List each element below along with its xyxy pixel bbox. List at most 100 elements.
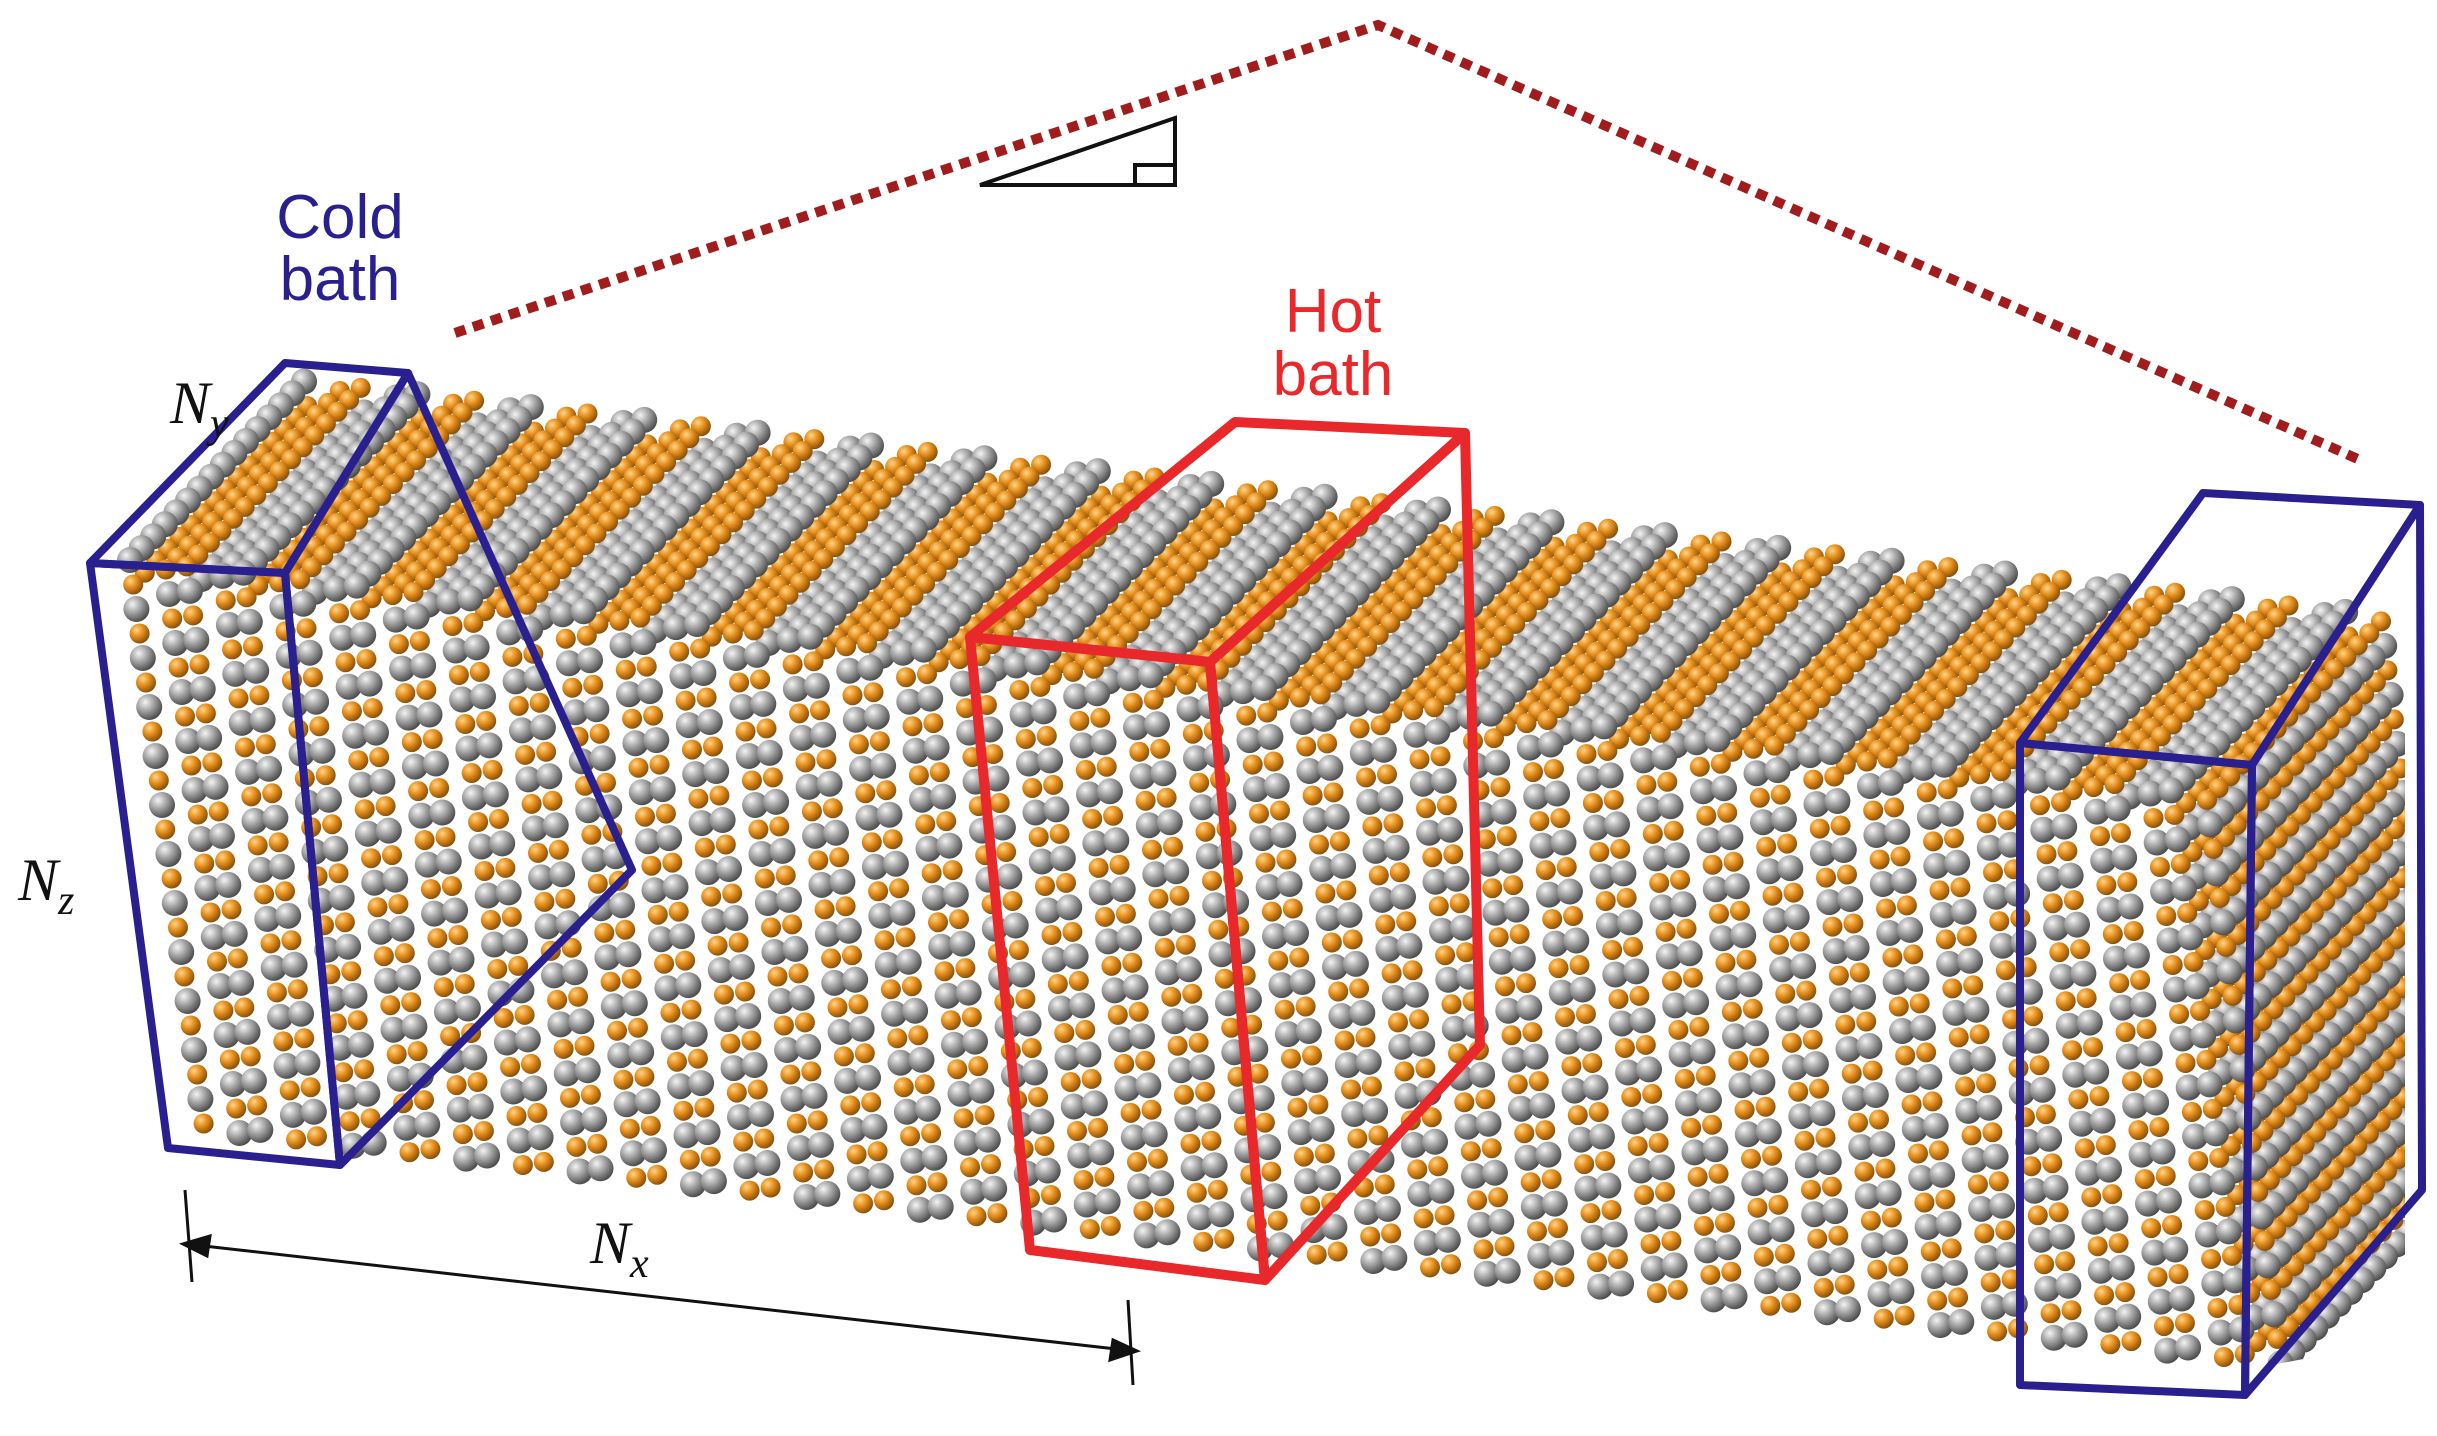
orange-atom — [1030, 676, 1051, 697]
orange-atom — [762, 767, 783, 788]
gray-atom — [2048, 1223, 2075, 1250]
gray-atom — [183, 626, 210, 653]
gray-atom — [775, 886, 802, 913]
orange-atom — [1454, 1092, 1475, 1113]
gray-atom — [1441, 1015, 1468, 1042]
orange-atom — [989, 793, 1010, 813]
gray-atom — [1711, 775, 1737, 802]
gray-atom — [1116, 925, 1143, 952]
gray-atom — [709, 807, 736, 833]
gray-atom — [566, 1158, 593, 1185]
gray-atom — [354, 820, 381, 847]
gray-atom — [763, 788, 790, 815]
orange-atom — [1762, 1145, 1782, 1166]
gray-atom — [1056, 894, 1083, 921]
gray-atom — [1921, 1263, 1947, 1289]
orange-atom — [789, 703, 810, 724]
orange-atom — [2061, 1300, 2082, 1321]
gray-atom — [489, 830, 516, 857]
orange-atom — [1182, 983, 1203, 1004]
gray-atom — [921, 884, 948, 911]
orange-atom — [1135, 1050, 1156, 1071]
gray-atom — [339, 1132, 366, 1159]
gray-atom — [876, 801, 903, 828]
gray-atom — [1422, 868, 1449, 895]
orange-atom — [694, 837, 715, 858]
gray-atom — [500, 1078, 527, 1105]
gray-atom — [1274, 1021, 1301, 1048]
gray-atom — [949, 930, 976, 957]
gray-atom — [2128, 1141, 2155, 1168]
gray-atom — [1604, 811, 1630, 838]
orange-atom — [1156, 787, 1177, 808]
orange-atom — [827, 997, 848, 1018]
orange-atom — [1255, 852, 1276, 873]
orange-atom — [388, 894, 409, 915]
gray-atom — [2194, 1221, 2221, 1248]
gray-atom — [281, 951, 308, 978]
orange-atom — [1467, 1190, 1488, 1211]
gray-atom — [613, 1091, 640, 1118]
gray-atom — [254, 905, 281, 932]
gray-atom — [703, 758, 730, 784]
orange-atom — [2110, 823, 2131, 843]
gray-atom — [743, 641, 770, 668]
orange-atom — [1657, 771, 1678, 792]
orange-atom — [1349, 718, 1370, 739]
orange-atom — [247, 835, 268, 856]
gray-atom — [748, 841, 775, 867]
orange-atom — [769, 816, 790, 837]
orange-atom — [1794, 1130, 1815, 1151]
gray-atom — [1877, 769, 1904, 796]
orange-atom — [1991, 761, 2012, 782]
gray-atom — [1135, 812, 1162, 839]
orange-atom — [1355, 1027, 1376, 1048]
gray-atom — [1541, 1190, 1568, 1217]
orange-atom — [1186, 1182, 1207, 1203]
gray-atom — [2429, 1074, 2437, 1100]
gray-atom — [1818, 739, 1844, 765]
orange-atom — [2062, 1040, 2083, 1061]
orange-atom — [1997, 810, 2018, 831]
gray-atom — [829, 868, 856, 895]
gray-atom — [249, 706, 276, 733]
gray-atom — [1128, 1023, 1155, 1050]
gray-atom — [1627, 1157, 1654, 1184]
orange-atom — [1073, 1170, 1094, 1190]
gray-atom — [1704, 726, 1731, 753]
gray-atom — [449, 686, 476, 713]
orange-atom — [1801, 1179, 1821, 1200]
ny-label: Ny — [169, 370, 229, 447]
gray-atom — [1249, 825, 1276, 852]
orange-atom — [1043, 774, 1064, 795]
orange-atom — [934, 961, 955, 982]
gray-atom — [1908, 1165, 1935, 1191]
orange-atom — [361, 848, 382, 869]
orange-atom — [1035, 876, 1055, 896]
gray-atom — [906, 1196, 933, 1223]
orange-atom — [1221, 1017, 1242, 1038]
orange-atom — [1169, 885, 1190, 906]
gray-atom — [534, 913, 561, 940]
orange-atom — [1980, 1272, 2001, 1293]
gray-atom — [834, 1067, 861, 1094]
orange-atom — [583, 674, 604, 695]
orange-atom — [1394, 1061, 1415, 1082]
gray-atom — [874, 951, 901, 978]
orange-atom — [227, 948, 248, 969]
gray-atom — [989, 814, 1016, 841]
orange-atom — [347, 1010, 368, 1031]
gray-atom — [1862, 1082, 1889, 1108]
orange-atom — [1956, 926, 1977, 947]
gray-atom — [1636, 796, 1663, 823]
gray-atom — [1015, 1010, 1042, 1037]
gray-atom — [1595, 1172, 1622, 1199]
orange-atom — [1300, 1195, 1321, 1216]
orange-atom — [1103, 805, 1124, 826]
orange-atom — [1667, 1279, 1688, 1300]
gray-atom — [2083, 1058, 2110, 1085]
orange-atom — [748, 819, 769, 840]
gray-atom — [2188, 1172, 2215, 1199]
orange-atom — [281, 930, 302, 951]
orange-atom — [754, 868, 775, 889]
